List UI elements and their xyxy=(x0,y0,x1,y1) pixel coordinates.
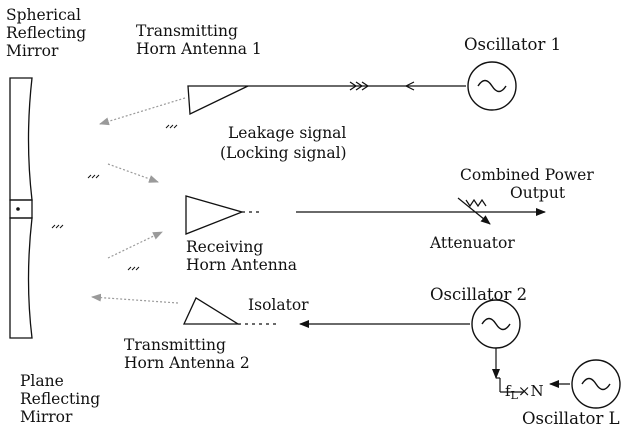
line-arrow-mark xyxy=(349,81,370,91)
oscillator-1-label: Oscillator 1 xyxy=(464,35,561,54)
leakage-signal-label: Leakage signal (Locking signal) xyxy=(220,124,351,162)
beam-tx1-to-mirror xyxy=(99,97,186,126)
oscillator-l-label: Oscillator L xyxy=(522,409,620,428)
wave-mark xyxy=(87,174,100,179)
wave-mark xyxy=(127,266,140,271)
oscillator-1-symbol xyxy=(467,61,517,111)
spherical-mirror-label: Spherical Reflecting Mirror xyxy=(6,6,91,60)
mirror-assembly xyxy=(9,77,33,339)
tx-horn-2-label: Transmitting Horn Antenna 2 xyxy=(124,336,250,372)
sine-wave-icon xyxy=(481,317,511,331)
coupling-dot xyxy=(16,207,20,211)
isolator-label: Isolator xyxy=(248,296,309,314)
tx-horn-1-label: Transmitting Horn Antenna 1 xyxy=(136,22,262,58)
wave-mark xyxy=(165,124,178,129)
sine-wave-icon xyxy=(581,377,611,391)
plane-reflecting-mirror xyxy=(9,217,33,339)
attenuator-label: Attenuator xyxy=(429,234,515,252)
attenuator-symbol xyxy=(457,197,491,225)
wave-marks xyxy=(51,124,178,271)
beam-mirror-to-rx-lower xyxy=(107,231,163,259)
beam-paths xyxy=(91,97,186,304)
oscillator-l-symbol xyxy=(571,359,621,409)
combined-power-output-label: Combined Power Output xyxy=(460,166,599,202)
beam-tx2-to-mirror xyxy=(91,293,179,304)
line-arrow-mark xyxy=(404,81,415,91)
labels: Spherical Reflecting Mirror Transmitting… xyxy=(6,6,620,428)
oscillator-2-symbol xyxy=(471,299,521,349)
wave-mark xyxy=(51,224,64,229)
transmitting-horn-antenna-1 xyxy=(187,85,249,116)
multiplier-label: fL×N xyxy=(505,382,544,402)
feed-line-osc1 xyxy=(248,81,466,91)
oscillator-2-label: Oscillator 2 xyxy=(430,285,527,304)
transmitting-horn-antenna-2 xyxy=(182,297,241,325)
spherical-reflecting-mirror xyxy=(9,77,33,201)
coupling-section xyxy=(9,199,33,219)
plane-mirror-label: Plane Reflecting Mirror xyxy=(20,372,105,426)
receiving-horn-label: Receiving Horn Antenna xyxy=(186,238,297,274)
receiving-horn-antenna xyxy=(185,195,245,235)
beam-mirror-to-rx xyxy=(107,163,159,183)
multiplier-link xyxy=(492,348,570,393)
sine-wave-icon xyxy=(477,79,507,93)
